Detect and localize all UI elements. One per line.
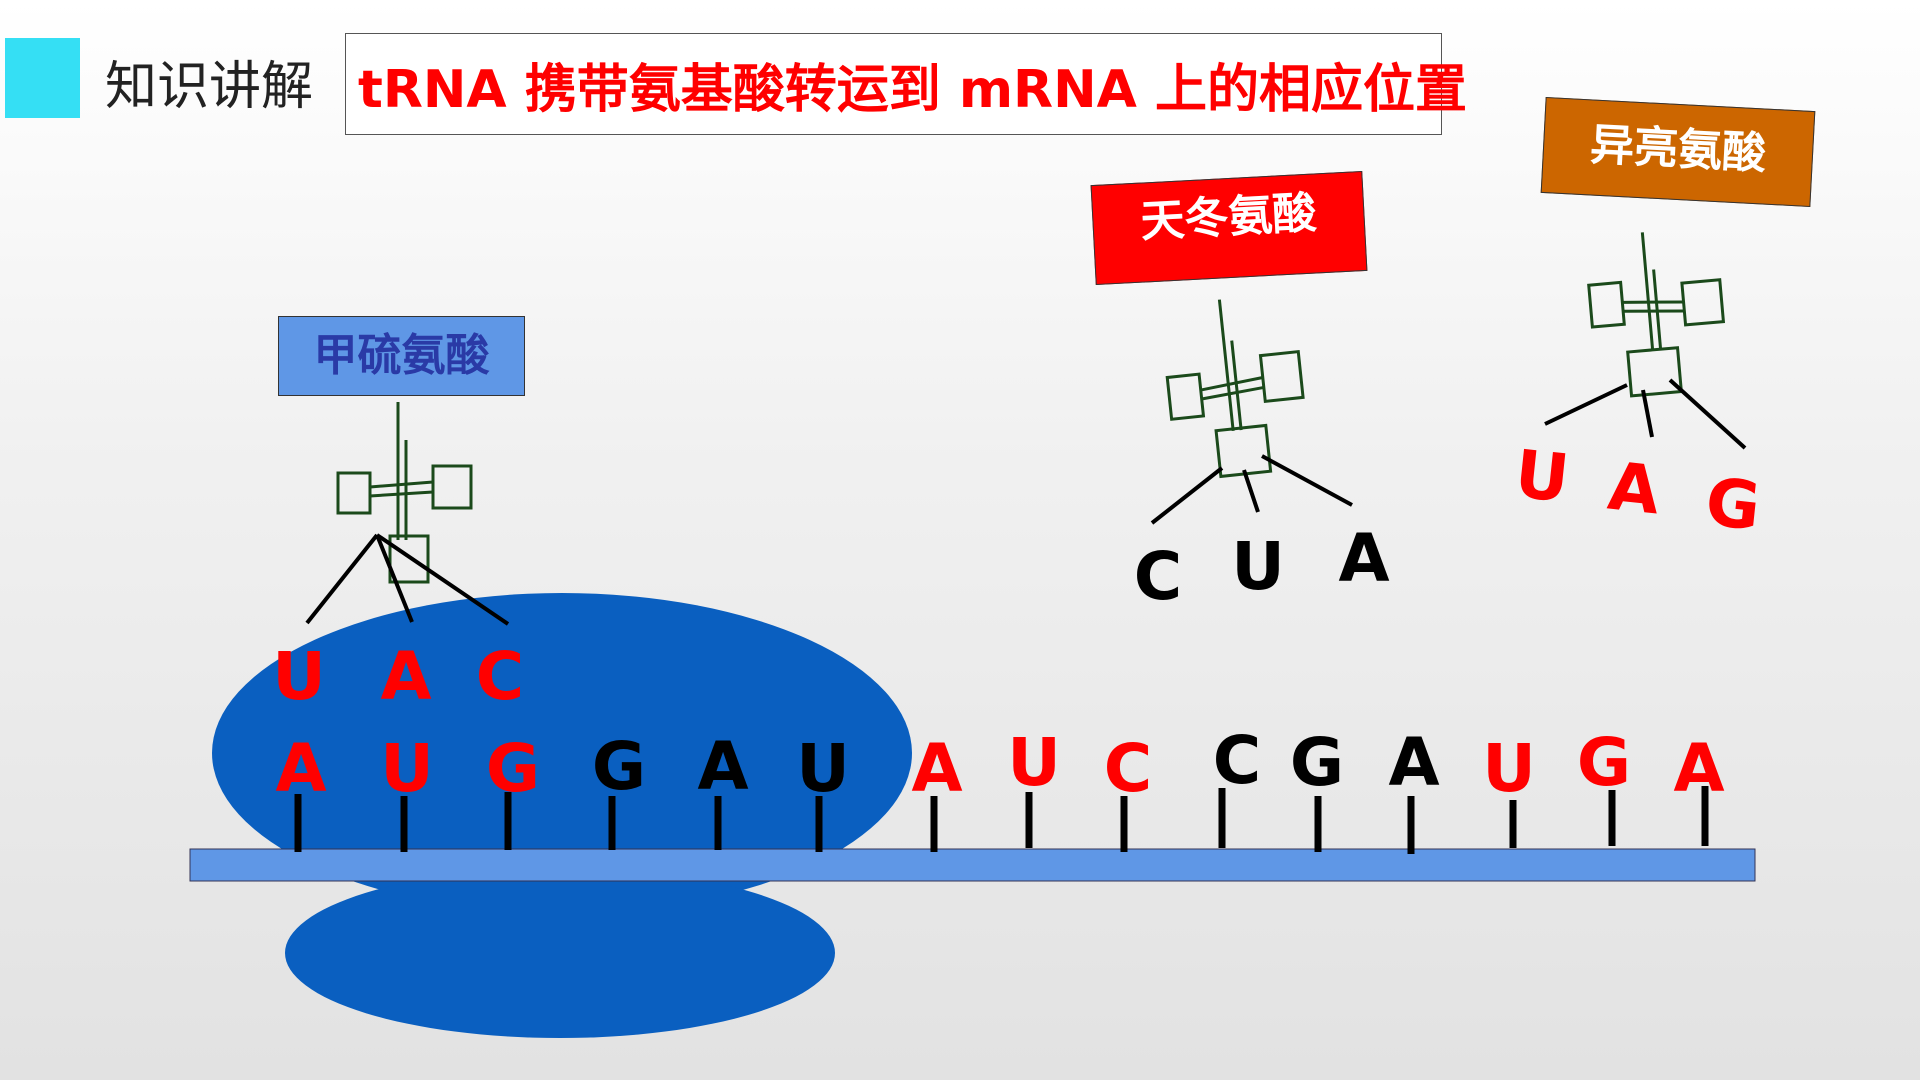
amino-acid-ile-label: 异亮氨酸 <box>1540 97 1816 207</box>
header-label: 知识讲解 <box>105 57 314 117</box>
mrna-base: A <box>1388 724 1440 801</box>
mrna-base: A <box>1673 730 1725 807</box>
mrna-base: G <box>1576 724 1632 801</box>
ribosome-large-subunit <box>212 593 912 913</box>
mrna-base-ticks <box>294 786 1709 854</box>
trna-ile-legs <box>1544 378 1747 450</box>
mrna-base: G <box>485 730 541 807</box>
mrna-base: U <box>1482 730 1536 807</box>
mrna-base: U <box>796 730 850 807</box>
trna-asp <box>1165 299 1305 479</box>
anticodon-base-ile: U <box>1511 435 1573 518</box>
mrna-base: U <box>1007 724 1061 801</box>
trna-asp-legs <box>1150 454 1353 525</box>
anticodon-base-asp: U <box>1231 528 1285 605</box>
anticodon-base-asp: A <box>1338 520 1390 597</box>
trna-met-legs <box>305 533 510 626</box>
mrna-base: A <box>697 728 749 805</box>
mrna-base: A <box>911 730 963 807</box>
mrna-base: C <box>1212 722 1262 799</box>
anticodon-base-ile: G <box>1702 463 1765 546</box>
mrna-base: C <box>1103 730 1153 807</box>
anticodon-base-ile: A <box>1604 447 1664 530</box>
slide-title: tRNA 携带氨基酸转运到 mRNA 上的相应位置 <box>358 60 1467 120</box>
mrna-base: U <box>380 730 434 807</box>
anticodon-base-met: A <box>380 638 432 715</box>
mrna-base: A <box>275 730 327 807</box>
ribosome-small-subunit <box>285 868 835 1038</box>
header-accent-square <box>5 38 80 118</box>
amino-acid-asp-label: 天冬氨酸 <box>1090 170 1368 286</box>
mrna-base: G <box>1289 724 1345 801</box>
trna-met <box>336 402 473 584</box>
amino-acid-met-label: 甲硫氨酸 <box>278 316 525 396</box>
title-box <box>345 33 1442 135</box>
anticodon-base-met: U <box>272 638 326 715</box>
anticodon-base-met: C <box>475 638 525 715</box>
trna-ile <box>1587 232 1726 398</box>
mrna-strand <box>189 848 1756 882</box>
mrna-base: G <box>591 728 647 805</box>
anticodon-base-asp: C <box>1133 538 1183 615</box>
